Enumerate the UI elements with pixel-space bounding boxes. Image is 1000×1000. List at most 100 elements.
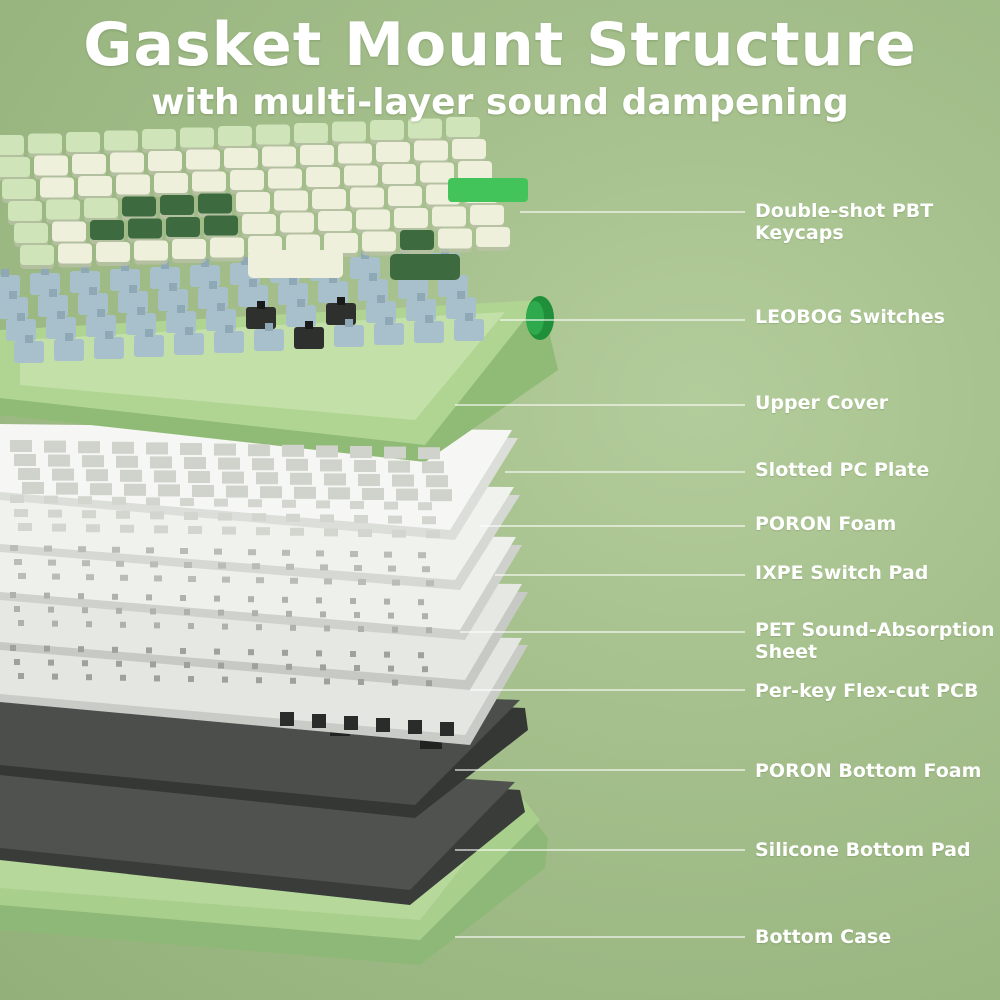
label-bottom-case: Bottom Case [755, 926, 892, 948]
keycap [476, 227, 510, 247]
cutout [294, 486, 316, 499]
cutout [52, 468, 74, 481]
cutout [252, 513, 266, 522]
keycap [34, 155, 68, 176]
keycap [376, 142, 410, 162]
cutout [180, 648, 186, 654]
cutout [320, 611, 326, 618]
keycap [274, 190, 308, 211]
keycap [400, 230, 434, 250]
cutout [384, 651, 390, 658]
cutout [154, 575, 162, 582]
keycap [236, 192, 270, 212]
cutout [426, 530, 440, 539]
keycap [420, 162, 454, 183]
cutout [320, 564, 328, 571]
switch-stem [17, 313, 25, 321]
keycap [116, 174, 150, 195]
cutout [248, 549, 256, 556]
layer-cutout-patterns [10, 440, 454, 736]
cutout [120, 524, 134, 533]
switch-stem [249, 279, 257, 287]
keycap [408, 118, 442, 139]
cutout [248, 649, 254, 656]
switch [334, 325, 364, 347]
cutout [354, 565, 362, 571]
switch-stem [305, 321, 313, 329]
keycap [78, 176, 112, 196]
cutout [426, 475, 448, 488]
keycap [432, 206, 466, 227]
cutout [112, 593, 118, 600]
cutout [418, 599, 424, 606]
cutout [256, 472, 278, 485]
cutout [48, 606, 54, 613]
switch-stem [89, 287, 97, 295]
cutout [10, 495, 24, 503]
cutout [188, 576, 196, 582]
cutout [120, 674, 126, 681]
cutout [392, 474, 414, 487]
cutout [22, 482, 44, 494]
keycap [0, 157, 30, 177]
cutout [222, 526, 236, 535]
switches-layer [0, 247, 484, 363]
cutout [184, 512, 198, 520]
switch-stem [265, 323, 273, 331]
switch-stem [465, 313, 473, 321]
cutout [422, 461, 444, 474]
keycap [104, 130, 138, 151]
keycap [312, 189, 346, 209]
label-poron-foam: PORON Foam [755, 513, 897, 535]
cutout [324, 528, 338, 537]
cutout [180, 548, 188, 554]
label-pc-plate: Slotted PC Plate [755, 459, 930, 481]
keycap [96, 242, 130, 262]
cutout [422, 566, 430, 573]
cutout [10, 592, 16, 598]
cutout [388, 612, 394, 619]
keycap [204, 215, 238, 236]
keycap [90, 220, 124, 240]
cutout [388, 460, 410, 473]
switch-stem [65, 333, 73, 341]
keycap [306, 167, 340, 187]
switch-stem [145, 329, 153, 337]
cutout [324, 473, 346, 486]
cutout [286, 663, 292, 670]
cutout [188, 623, 194, 629]
keycap [262, 146, 296, 167]
cutout [214, 498, 228, 507]
label-silicone-pad: Silicone Bottom Pad [755, 839, 971, 861]
cutout [350, 551, 358, 557]
cutout [214, 648, 220, 655]
keycap [192, 171, 226, 192]
keycap [166, 217, 200, 237]
keycap [230, 170, 264, 190]
cutout [358, 679, 364, 685]
cutout [316, 550, 324, 557]
cutout [226, 485, 248, 498]
cutout [18, 673, 24, 679]
keycap [388, 186, 422, 206]
keycap [210, 237, 244, 258]
keycap [324, 233, 358, 253]
cutout [86, 674, 92, 681]
cutout [290, 677, 296, 684]
cutout [116, 455, 138, 468]
cutout [154, 622, 160, 629]
cutout [388, 665, 394, 672]
switch-stem [369, 273, 377, 281]
keycap [134, 240, 168, 261]
cutout [426, 580, 434, 587]
switch-stem [201, 259, 209, 267]
cutout [112, 441, 134, 454]
keycap [52, 221, 86, 242]
page-subtitle: with multi-layer sound dampening [151, 82, 849, 123]
keycap [362, 231, 396, 252]
cutout [350, 501, 364, 509]
label-switches: LEOBOG Switches [755, 306, 945, 328]
cutout [384, 551, 392, 558]
cutout [188, 676, 194, 682]
keycap [0, 135, 24, 155]
